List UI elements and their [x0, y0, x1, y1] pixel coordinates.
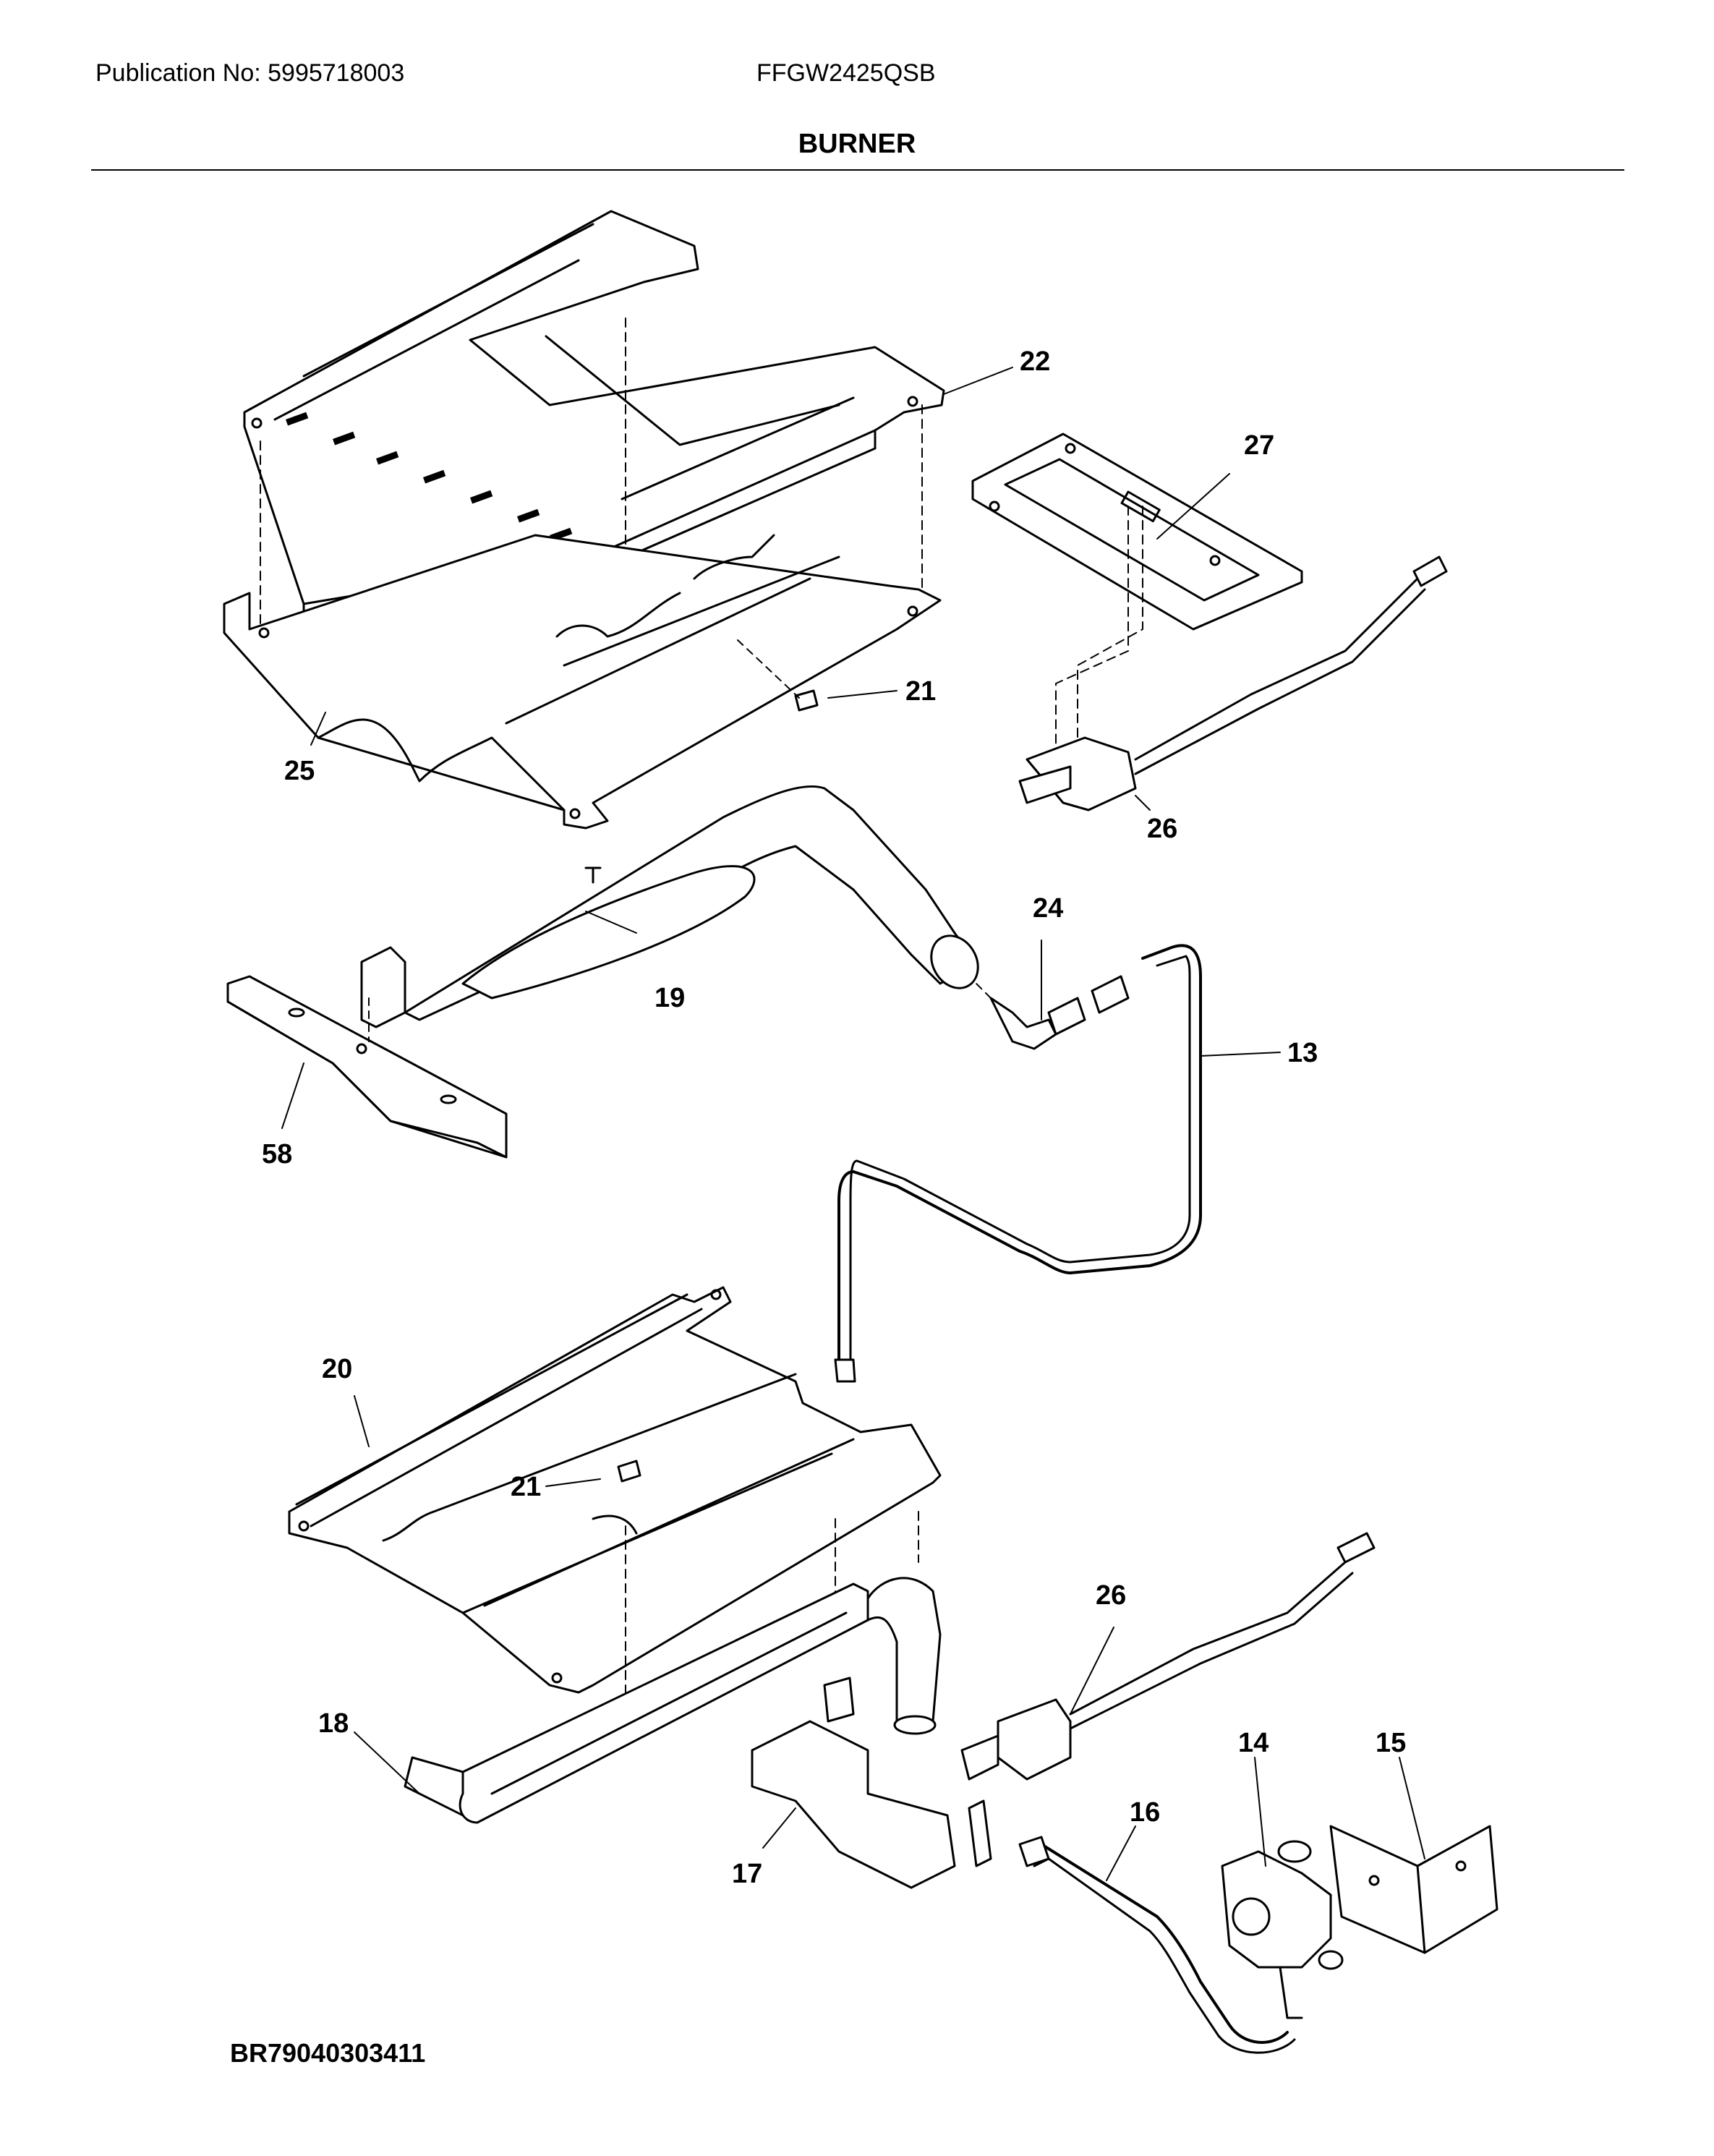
part-24-orifice-elbow — [972, 975, 1130, 1050]
part-14-pressure-regulator — [1221, 1840, 1344, 2019]
callout-17: 17 — [732, 1859, 762, 1889]
part-16-gas-tube — [1018, 1836, 1296, 2054]
part-15-regulator-bracket — [1329, 1825, 1498, 1954]
header-divider — [91, 169, 1624, 171]
callout-19: 19 — [655, 983, 685, 1013]
callout-14: 14 — [1238, 1728, 1269, 1758]
callout-22: 22 — [1020, 346, 1050, 377]
part-20-lower-baffle — [288, 1286, 942, 1694]
callout-15: 15 — [1376, 1728, 1406, 1758]
publication-number: Publication No: 5995718003 — [95, 59, 405, 87]
model-number: FFGW2425QSB — [756, 59, 936, 87]
callout-21-lower: 21 — [511, 1472, 541, 1502]
callout-25: 25 — [284, 756, 315, 786]
callout-24: 24 — [1033, 893, 1063, 924]
callout-26-upper: 26 — [1147, 814, 1177, 844]
part-26-igniter-upper — [1018, 555, 1448, 811]
callout-20: 20 — [322, 1354, 352, 1384]
page-title: BURNER — [798, 129, 916, 159]
part-19-burner-tube — [360, 785, 979, 1028]
callout-18: 18 — [318, 1708, 349, 1739]
callout-21-upper: 21 — [905, 676, 936, 707]
part-26-igniter-lower — [960, 1532, 1376, 1781]
part-58-burner-bracket — [226, 975, 508, 1159]
part-21-nut-upper — [737, 639, 819, 712]
diagram-code: BR79040303411 — [230, 2038, 426, 2068]
callout-58: 58 — [262, 1139, 292, 1169]
callout-16: 16 — [1130, 1797, 1160, 1828]
part-17-safety-valve — [751, 1676, 992, 1889]
callout-13: 13 — [1287, 1038, 1318, 1068]
part-21-nut-lower — [617, 1460, 641, 1483]
callout-27: 27 — [1244, 430, 1274, 461]
callout-26-lower: 26 — [1096, 1580, 1126, 1611]
lower-burner-elbow — [866, 1577, 942, 1735]
part-25-burner-baffle — [223, 534, 942, 830]
part-27-igniter-bracket — [971, 433, 1303, 631]
part-13-gas-tube — [834, 944, 1202, 1383]
